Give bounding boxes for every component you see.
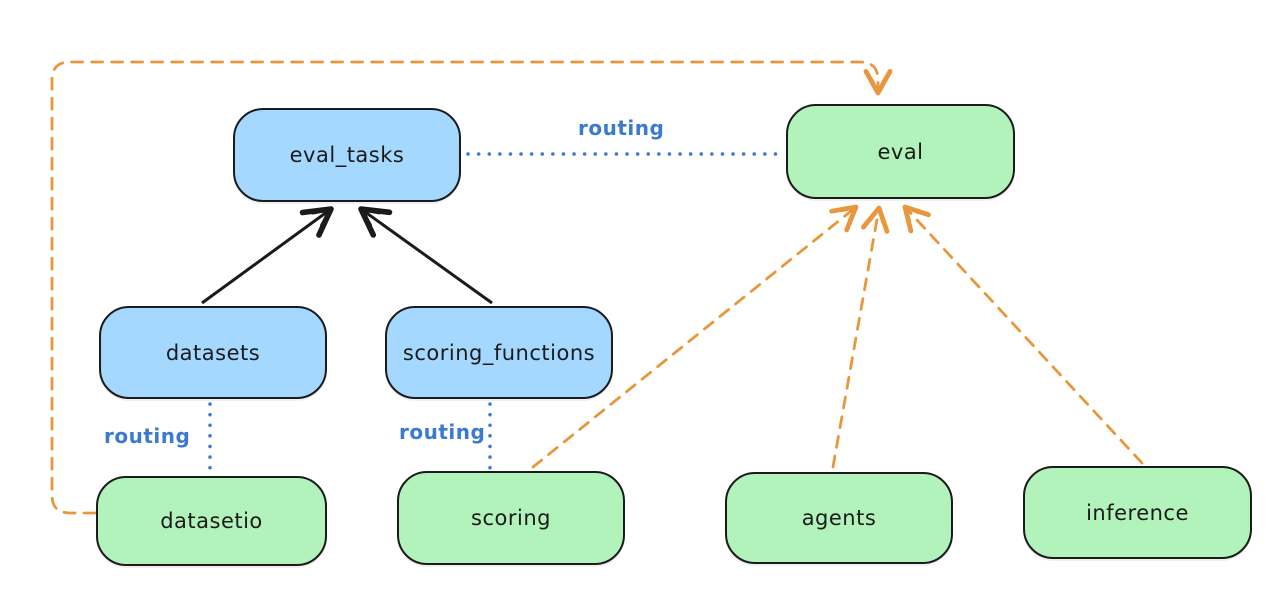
node-inference: inference	[1023, 466, 1252, 559]
routing-label-datasets-datasetio: routing	[104, 424, 191, 448]
node-datasets: datasets	[99, 306, 327, 399]
node-scoring-functions: scoring_functions	[385, 306, 613, 399]
node-scoring-functions-label: scoring_functions	[402, 340, 596, 365]
node-datasets-label: datasets	[165, 340, 261, 365]
node-eval-tasks-label: eval_tasks	[289, 143, 405, 167]
node-agents-label: agents	[801, 506, 877, 530]
edge-scoring-functions-to-eval-tasks	[358, 206, 493, 305]
node-eval-tasks: eval_tasks	[233, 108, 461, 202]
node-eval-label: eval	[877, 139, 924, 164]
node-datasetio: datasetio	[96, 476, 327, 566]
node-eval: eval	[786, 104, 1015, 199]
edge-agents-to-eval	[831, 205, 890, 469]
node-datasetio-label: datasetio	[160, 509, 263, 533]
node-scoring-label: scoring	[471, 506, 551, 530]
edge-inference-to-eval	[902, 204, 1144, 465]
node-scoring: scoring	[397, 471, 625, 565]
node-agents: agents	[725, 472, 953, 564]
routing-label-eval-tasks-eval: routing	[578, 116, 665, 140]
edge-datasetio-to-eval	[50, 60, 893, 515]
routing-label-scoring-functions-scoring: routing	[399, 420, 486, 444]
edge-datasets-to-eval-tasks	[201, 206, 334, 305]
node-inference-label: inference	[1086, 500, 1189, 525]
edge-scoring-to-eval	[531, 204, 859, 469]
